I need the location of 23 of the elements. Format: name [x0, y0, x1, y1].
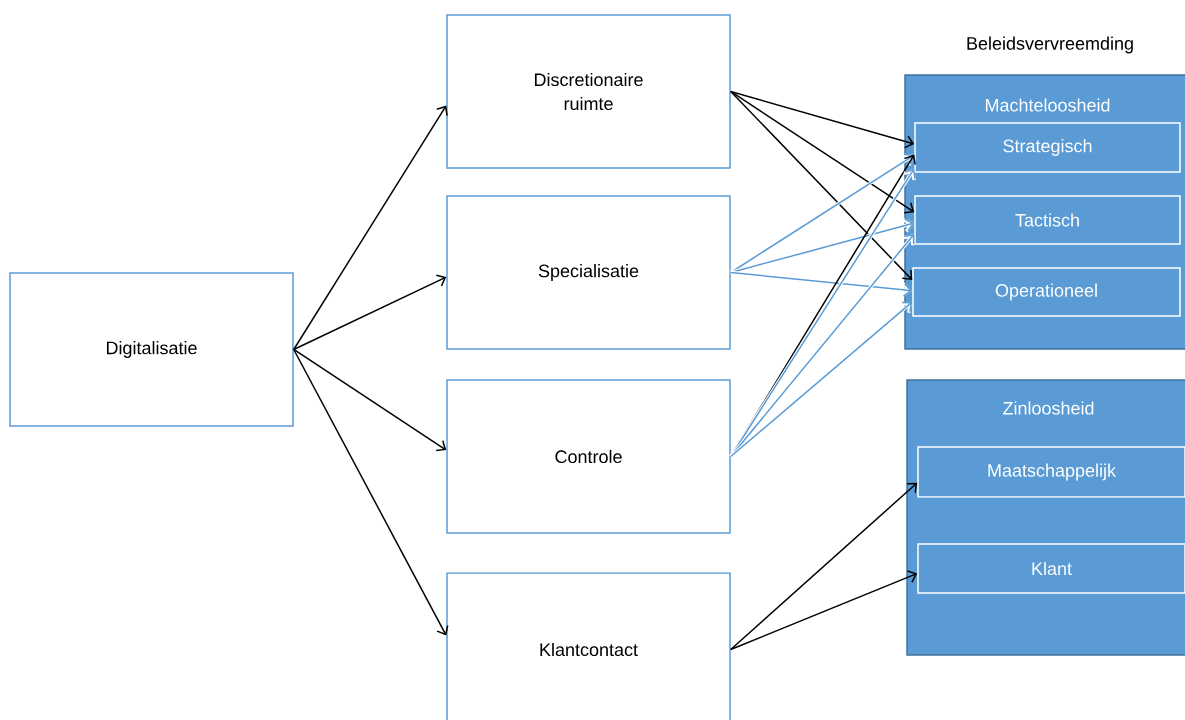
arrow — [293, 348, 447, 452]
arrow — [730, 218, 915, 275]
concept-box: Digitalisatie — [9, 272, 294, 427]
category-box: Klant — [917, 543, 1185, 594]
arrow — [293, 105, 448, 351]
arrow — [730, 90, 915, 149]
category-box: Strategisch — [914, 122, 1181, 173]
arrow — [730, 90, 913, 280]
concept-box: Discretionaire ruimte — [446, 14, 731, 169]
arrow — [293, 274, 447, 351]
arrow — [730, 482, 918, 651]
category-box: Maatschappelijk — [917, 446, 1185, 498]
category-box: Operationeel — [912, 267, 1181, 317]
group-heading: Beleidsvervreemding — [967, 36, 1133, 54]
arrow — [730, 270, 913, 298]
arrow — [730, 90, 915, 214]
concept-box: Specialisatie — [446, 195, 731, 350]
category-box: Tactisch — [914, 195, 1181, 245]
concept-box: Controle — [446, 379, 731, 534]
arrow — [729, 301, 913, 458]
arrow — [730, 570, 918, 651]
arrow — [293, 348, 449, 636]
concept-box: Klantcontact — [446, 572, 731, 720]
